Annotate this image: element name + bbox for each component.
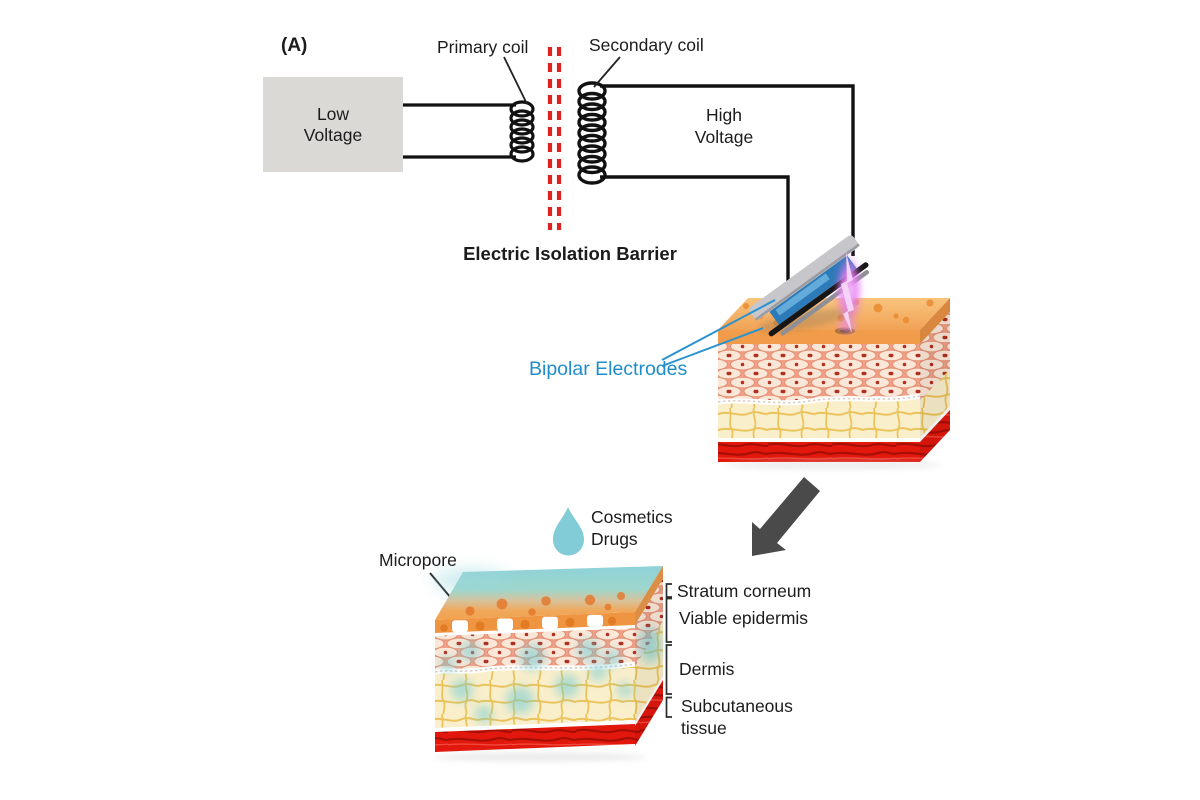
skin-block-delivery xyxy=(432,566,663,762)
bipolar-electrodes-label: Bipolar Electrodes xyxy=(529,358,688,380)
subcutaneous-tissue-label: Subcutaneous tissue xyxy=(681,696,793,740)
coil-leader-lines xyxy=(503,56,621,105)
high-voltage-label-line2: Voltage xyxy=(694,126,754,147)
transfer-arrow xyxy=(752,477,820,556)
droplet-icon xyxy=(553,507,584,556)
primary-coil-label: Primary coil xyxy=(437,37,529,57)
subcutaneous-label-line1: Subcutaneous xyxy=(681,696,793,716)
plasma-spark xyxy=(835,252,863,335)
cosmetics-label: Cosmetics xyxy=(591,507,673,527)
secondary-coil-icon xyxy=(577,81,607,185)
high-voltage-wires xyxy=(600,84,855,301)
drugs-label: Drugs xyxy=(591,528,638,549)
high-voltage-label: High Voltage xyxy=(672,105,776,149)
skin-block-treated xyxy=(717,298,950,470)
low-voltage-wires xyxy=(403,103,516,159)
low-voltage-label-line2: Voltage xyxy=(303,124,363,145)
layer-brackets xyxy=(665,583,672,718)
low-voltage-box: Low Voltage xyxy=(263,77,403,172)
secondary-coil-label: Secondary coil xyxy=(589,35,704,55)
subcutaneous-label-line2: tissue xyxy=(681,717,727,738)
stratum-corneum-label: Stratum corneum xyxy=(677,581,812,601)
isolation-barrier-lines xyxy=(547,47,562,230)
micropore-label: Micropore xyxy=(379,550,457,570)
dermis-label: Dermis xyxy=(679,659,735,679)
isolation-barrier-label: Electric Isolation Barrier xyxy=(463,243,677,264)
cosmetics-drugs-label: Cosmetics Drugs xyxy=(591,507,673,551)
electrode-assembly xyxy=(749,235,870,337)
bipolar-leader-lines xyxy=(661,299,776,367)
high-voltage-label-line1: High xyxy=(706,105,742,125)
low-voltage-label-line1: Low xyxy=(316,103,350,124)
primary-coil-icon xyxy=(509,100,535,163)
panel-label: (A) xyxy=(281,35,308,56)
viable-epidermis-label: Viable epidermis xyxy=(679,608,809,628)
